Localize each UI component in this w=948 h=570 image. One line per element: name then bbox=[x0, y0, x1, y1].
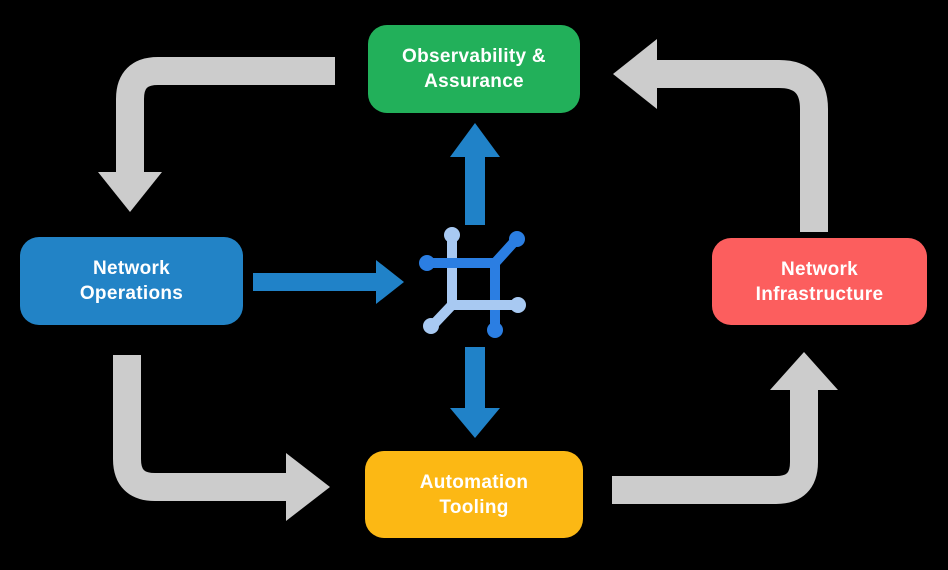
arrow-elbow bbox=[113, 355, 286, 501]
arrow-operations-to-center bbox=[253, 260, 404, 304]
node-observability-assurance: Observability & Assurance bbox=[368, 25, 580, 113]
arrow-elbow bbox=[612, 390, 818, 504]
icon-light-lines-over bbox=[429, 300, 521, 329]
arrow-elbow bbox=[116, 57, 335, 172]
arrow-head-up bbox=[770, 352, 838, 390]
node-network-operations: Network Operations bbox=[20, 237, 243, 325]
arrow-operations-to-automation bbox=[113, 355, 330, 521]
node-automation-tooling: Automation Tooling bbox=[365, 451, 583, 538]
arrow-elbow bbox=[657, 60, 828, 232]
arrow-head-right bbox=[286, 453, 330, 521]
network-nodes-icon bbox=[419, 227, 526, 338]
arrow-head-down bbox=[98, 172, 162, 212]
node-label-line: Network bbox=[780, 258, 859, 280]
arrow-center-to-observability bbox=[450, 123, 500, 225]
arrow-shaft bbox=[465, 155, 485, 225]
arrow-head-left bbox=[613, 39, 657, 109]
arrow-automation-to-infrastructure bbox=[612, 352, 838, 504]
icon-dark-nodes bbox=[419, 231, 525, 338]
arrow-head-right bbox=[376, 260, 404, 304]
icon-light-nodes bbox=[423, 297, 526, 334]
node-label-line: Infrastructure bbox=[755, 283, 884, 305]
arrow-observability-to-operations bbox=[98, 57, 335, 212]
arrow-shaft bbox=[465, 347, 485, 409]
arrow-head-up bbox=[450, 123, 500, 157]
arrow-infrastructure-to-observability bbox=[613, 39, 828, 232]
node-label-line: Network bbox=[92, 258, 171, 279]
arrow-shaft bbox=[253, 273, 376, 291]
arrow-center-to-automation bbox=[450, 347, 500, 438]
node-label-line: Observability & bbox=[402, 46, 546, 67]
node-label-line: Assurance bbox=[424, 71, 524, 92]
node-label-line: Tooling bbox=[439, 496, 509, 518]
node-label-line: Operations bbox=[79, 283, 184, 304]
arrow-head-down bbox=[450, 408, 500, 438]
icon-light-node bbox=[444, 227, 460, 243]
node-label-line: Automation bbox=[419, 471, 529, 493]
node-network-infrastructure: Network Infrastructure bbox=[712, 238, 927, 325]
icon-dark-lines bbox=[424, 237, 519, 331]
